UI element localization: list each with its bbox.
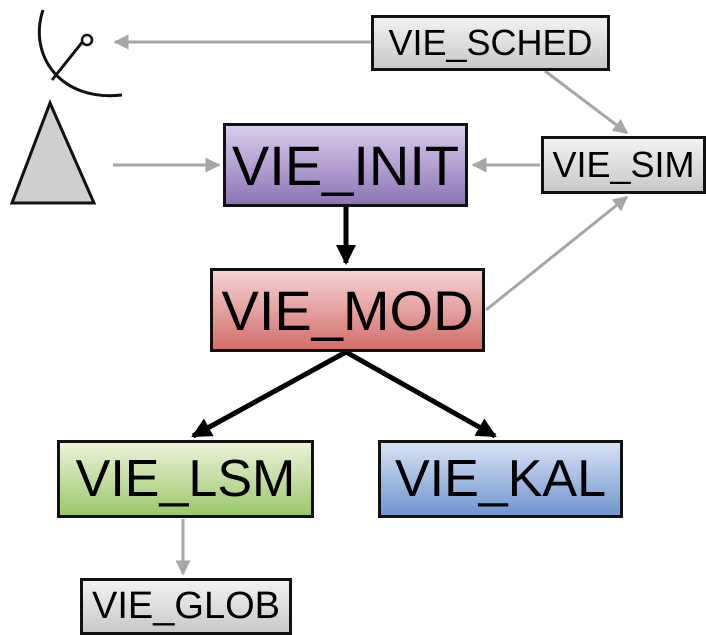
node-vie-sim-label: VIE_SIM <box>552 144 695 185</box>
node-vie-sched-label: VIE_SCHED <box>388 22 593 63</box>
node-vie-kal: VIE_KAL <box>378 440 623 518</box>
arrow-mod-to-kal <box>344 349 497 439</box>
node-vie-sched: VIE_SCHED <box>371 15 610 71</box>
antenna-feed-icon <box>50 39 86 81</box>
antenna-dish-icon <box>37 9 123 98</box>
antenna-base-icon <box>9 99 97 205</box>
arrow-mod-to-lsm <box>191 349 348 439</box>
radio-telescope-icon <box>9 9 123 205</box>
arrow-sched-to-sim <box>544 69 629 135</box>
node-vie-mod-label: VIE_MOD <box>221 278 474 342</box>
node-vie-init-label: VIE_INIT <box>231 133 460 197</box>
node-vie-mod: VIE_MOD <box>210 268 485 352</box>
node-vie-init: VIE_INIT <box>223 123 468 207</box>
node-vie-lsm: VIE_LSM <box>57 440 314 518</box>
node-vie-glob-label: VIE_GLOB <box>92 585 280 627</box>
node-vie-kal-label: VIE_KAL <box>394 450 607 508</box>
node-vie-glob: VIE_GLOB <box>80 578 292 635</box>
node-vie-lsm-label: VIE_LSM <box>75 450 296 508</box>
arrow-mod-to-sim <box>485 195 629 312</box>
antenna-receiver-icon <box>80 33 94 47</box>
node-vie-sim: VIE_SIM <box>541 136 706 194</box>
